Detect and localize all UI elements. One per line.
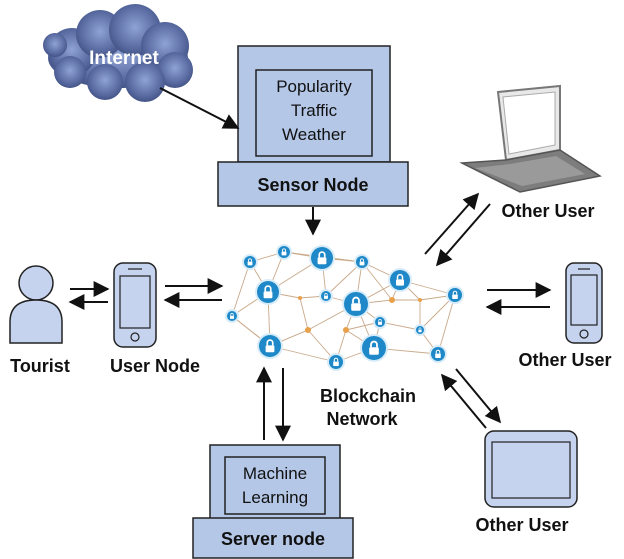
sensor-line-2: Traffic xyxy=(291,101,338,120)
blockchain-lock-node-icon xyxy=(319,289,333,303)
blockchain-junction-dot xyxy=(305,327,311,333)
other-user-phone-label: Other User xyxy=(518,350,611,370)
other-user-laptop-label: Other User xyxy=(501,201,594,221)
blockchain-lock-node-icon xyxy=(257,333,283,359)
blockchain-lock-node-icon xyxy=(309,245,335,271)
blockchain-junction-dot xyxy=(418,298,422,302)
tourist-person-icon xyxy=(9,265,63,344)
mesh-link xyxy=(361,261,393,301)
blockchain-network-mesh xyxy=(225,244,464,371)
sensor-node: Popularity Traffic Weather Sensor Node xyxy=(217,45,409,207)
blockchain-lock-node-icon xyxy=(354,254,370,270)
blockchain-lock-node-icon xyxy=(255,279,281,305)
user-node-phone-icon xyxy=(113,262,157,348)
blockchain-label-line2: Network xyxy=(326,409,398,429)
blockchain-lock-node-icon xyxy=(242,254,258,270)
laptop-icon xyxy=(459,84,602,193)
blockchain-lock-node-icon xyxy=(360,334,388,362)
tourist-label: Tourist xyxy=(10,356,70,376)
arrow-blockchain-to-tablet xyxy=(455,368,502,424)
blockchain-lock-node-icon xyxy=(446,286,464,304)
mesh-link xyxy=(231,261,251,317)
blockchain-lock-node-icon xyxy=(342,290,370,318)
blockchain-lock-node-icon xyxy=(373,315,387,329)
mesh-link xyxy=(299,297,309,331)
blockchain-lock-node-icon xyxy=(327,353,345,371)
server-line-1: Machine xyxy=(243,464,307,483)
blockchain-lock-node-icon xyxy=(388,268,412,292)
server-node: Machine Learning Server node xyxy=(192,444,354,559)
other-user-tablet-label: Other User xyxy=(475,515,568,535)
sensor-line-3: Weather xyxy=(282,125,346,144)
tablet-icon xyxy=(484,430,578,508)
server-line-2: Learning xyxy=(242,488,308,507)
connection-arrows xyxy=(68,87,552,442)
server-node-label: Server node xyxy=(221,529,325,549)
blockchain-lock-node-icon xyxy=(225,309,239,323)
sensor-node-label: Sensor Node xyxy=(257,175,368,195)
other-user-phone-icon xyxy=(565,262,603,344)
blockchain-junction-dot xyxy=(343,327,349,333)
blockchain-lock-node-icon xyxy=(276,244,292,260)
internet-cloud-icon: Internet xyxy=(43,4,193,102)
sensor-line-1: Popularity xyxy=(276,77,352,96)
arrow-internet-to-sensor xyxy=(159,87,240,129)
mesh-link xyxy=(437,294,456,355)
user-node-label: User Node xyxy=(110,356,200,376)
blockchain-lock-node-icon xyxy=(414,324,426,336)
arrow-tablet-to-blockchain xyxy=(440,373,487,429)
arrow-blockchain-to-laptop xyxy=(424,192,480,255)
internet-label: Internet xyxy=(89,48,159,69)
blockchain-label-line1: Blockchain xyxy=(320,386,416,406)
blockchain-junction-dot xyxy=(298,296,302,300)
arrow-laptop-to-blockchain xyxy=(435,203,491,267)
blockchain-lock-node-icon xyxy=(429,345,447,363)
mesh-link xyxy=(325,261,363,297)
blockchain-junction-dot xyxy=(389,297,395,303)
